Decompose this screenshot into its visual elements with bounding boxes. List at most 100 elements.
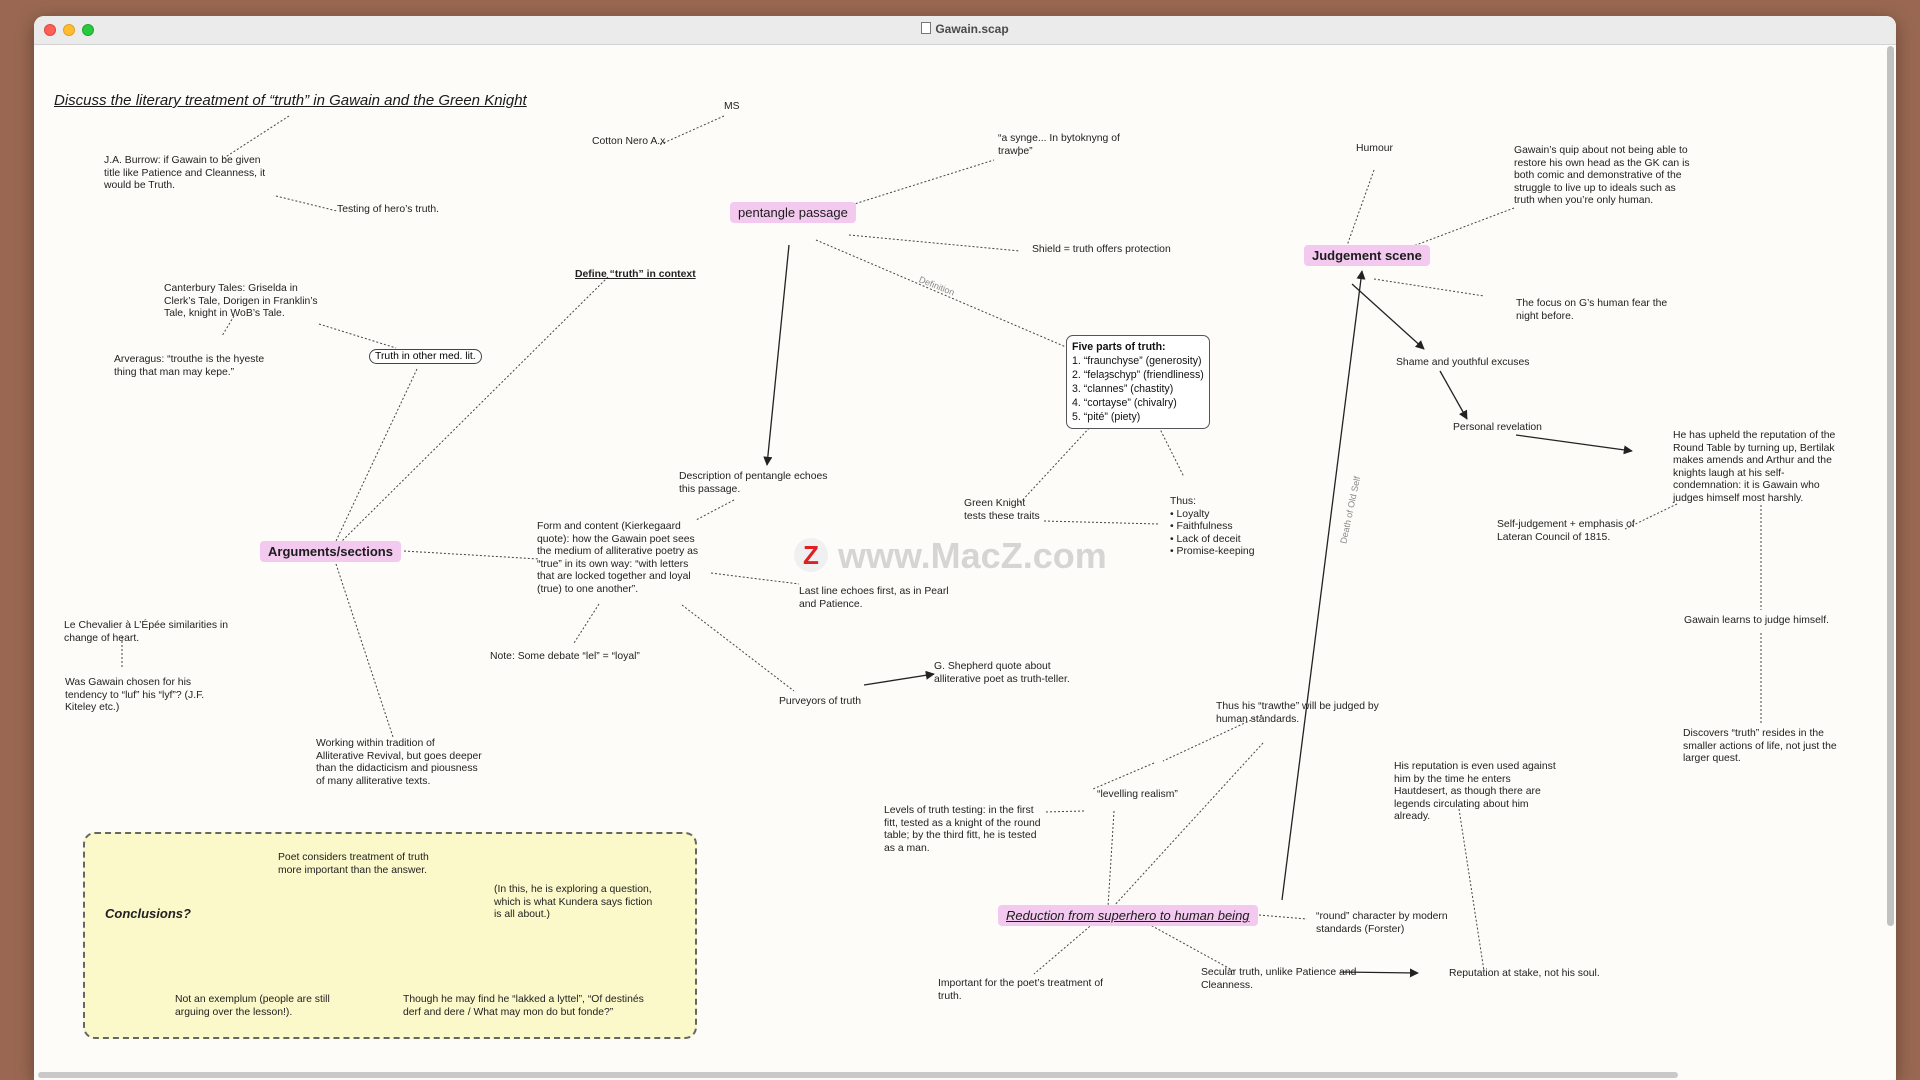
- node-self-judgement[interactable]: Self-judgement + emphasis of Lateran Cou…: [1497, 519, 1635, 544]
- node-important[interactable]: Important for the poet’s treatment of tr…: [938, 978, 1103, 1003]
- node-trawthe-line: human standards.: [1216, 713, 1300, 725]
- node-chevalier[interactable]: Le Chevalier à L’Épée similarities in ch…: [64, 620, 228, 645]
- conclusion-exemplum-line: arguing over the lesson!).: [175, 1006, 293, 1018]
- five-parts-title: Five parts of truth:: [1072, 341, 1166, 353]
- mind-map-canvas[interactable]: Discuss the literary treatment of “truth…: [34, 45, 1896, 1065]
- node-working-line: of many alliterative texts.: [316, 775, 431, 787]
- node-purveyors[interactable]: Purveyors of truth: [779, 696, 862, 707]
- node-learns[interactable]: Gawain learns to judge himself.: [1684, 615, 1829, 626]
- node-working-line: than the didacticism and piousness: [316, 763, 478, 775]
- node-thus[interactable]: Thus: • Loyalty • Faithfulness • Lack of…: [1170, 496, 1255, 559]
- node-levels-line: as a man.: [884, 842, 930, 854]
- node-round[interactable]: “round” character by modern standards (F…: [1316, 911, 1448, 936]
- conclusion-exemplum[interactable]: Not an exemplum (people are still arguin…: [175, 994, 330, 1019]
- node-testing[interactable]: Testing of hero’s truth.: [337, 204, 440, 215]
- node-quip-line: both comic and demonstrative of the: [1514, 170, 1682, 182]
- horizontal-scrollbar[interactable]: [38, 1072, 1678, 1078]
- hub-arguments-sections[interactable]: Arguments/sections: [260, 541, 401, 562]
- node-description-line: this passage.: [679, 483, 741, 495]
- hub-reduction[interactable]: Reduction from superhero to human being: [998, 905, 1258, 926]
- conclusion-exemplum-line: Not an exemplum (people are still: [175, 994, 330, 1005]
- node-arveragus-line: thing that man may kepe.”: [114, 366, 235, 378]
- node-form-content[interactable]: Form and content (Kierkegaard quote): ho…: [537, 521, 698, 597]
- node-quip-line: struggle to live up to ideals such as: [1514, 182, 1676, 194]
- node-quip[interactable]: Gawain’s quip about not being able to re…: [1514, 145, 1690, 208]
- node-secular-line: Secular truth, unlike Patience and: [1201, 967, 1357, 978]
- node-focus[interactable]: The focus on G’s human fear the night be…: [1516, 298, 1667, 323]
- node-canterbury-line: Canterbury Tales: Griselda in: [164, 283, 298, 294]
- node-personal[interactable]: Personal revelation: [1453, 422, 1542, 433]
- node-arveragus[interactable]: Arveragus: “trouthe is the hyeste thing …: [114, 354, 264, 379]
- hub-pentangle-passage[interactable]: pentangle passage: [730, 202, 856, 223]
- node-debate[interactable]: Note: Some debate “lel” = “loyal”: [490, 651, 640, 662]
- node-upheld[interactable]: He has upheld the reputation of the Roun…: [1673, 430, 1835, 506]
- node-secular-line: Cleanness.: [1201, 979, 1253, 991]
- node-reputation-stake[interactable]: Reputation at stake, not his soul.: [1449, 968, 1600, 979]
- close-button[interactable]: [44, 24, 56, 36]
- node-form-content-line: Form and content (Kierkegaard: [537, 521, 681, 532]
- conclusion-kundera[interactable]: (In this, he is exploring a question, wh…: [494, 884, 652, 922]
- node-levelling[interactable]: “levelling realism”: [1097, 789, 1178, 800]
- vertical-scrollbar[interactable]: [1887, 46, 1894, 926]
- node-working-line: Working within tradition of: [316, 738, 435, 749]
- node-levels[interactable]: Levels of truth testing: in the first fi…: [884, 805, 1041, 855]
- node-shield[interactable]: Shield = truth offers protection: [1032, 244, 1171, 255]
- node-thus-line: • Loyalty: [1170, 508, 1210, 520]
- conclusion-though[interactable]: Though he may find he “lakked a lyttel”,…: [403, 994, 644, 1019]
- node-form-content-line: quote): how the Gawain poet sees: [537, 533, 695, 545]
- minimize-button[interactable]: [63, 24, 75, 36]
- node-round-line: standards (Forster): [1316, 923, 1405, 935]
- conclusion-poet-line: Poet considers treatment of truth: [278, 852, 429, 863]
- node-description[interactable]: Description of pentangle echoes this pas…: [679, 471, 827, 496]
- node-upheld-line: Round Table by turning up, Bertilak: [1673, 442, 1835, 454]
- node-form-content-line: the medium of alliterative poetry as: [537, 546, 699, 558]
- node-quip-line: restore his own head as the GK can is: [1514, 157, 1690, 169]
- title-bar[interactable]: Gawain.scap: [34, 16, 1896, 45]
- node-discovers-line: Discovers “truth” resides in the: [1683, 728, 1824, 739]
- node-form-content-line: “true” in its own way: “with letters: [537, 558, 689, 570]
- node-upheld-line: makes amends and Arthur and the: [1673, 455, 1832, 467]
- node-green-knight-line: tests these traits: [964, 510, 1040, 522]
- node-burrow-line: would be Truth.: [104, 180, 176, 192]
- zoom-button[interactable]: [82, 24, 94, 36]
- node-discovers[interactable]: Discovers “truth” resides in the smaller…: [1683, 728, 1837, 766]
- node-canterbury[interactable]: Canterbury Tales: Griselda in Clerk’s Ta…: [164, 283, 318, 321]
- conclusions-label[interactable]: Conclusions?: [105, 906, 191, 921]
- node-gawain-chosen[interactable]: Was Gawain chosen for his tendency to “l…: [65, 677, 204, 715]
- node-five-parts[interactable]: Five parts of truth: 1. “fraunchyse” (ge…: [1066, 335, 1210, 429]
- conclusion-poet[interactable]: Poet considers treatment of truth more i…: [278, 852, 429, 877]
- node-shepherd-line: alliterative poet as truth-teller.: [934, 673, 1070, 685]
- node-cotton[interactable]: Cotton Nero A.x: [592, 136, 666, 147]
- node-shame[interactable]: Shame and youthful excuses: [1396, 357, 1530, 368]
- hub-judgement-scene[interactable]: Judgement scene: [1304, 245, 1430, 266]
- node-truth-other-lit[interactable]: Truth in other med. lit.: [369, 349, 482, 364]
- node-synge[interactable]: “a synge... In bytoknyng of trawþe”: [998, 133, 1120, 158]
- node-self-judgement-line: Self-judgement + emphasis of: [1497, 519, 1635, 530]
- node-shepherd[interactable]: G. Shepherd quote about alliterative poe…: [934, 661, 1070, 686]
- node-synge-line: “a synge... In bytoknyng of: [998, 133, 1120, 144]
- node-define-truth[interactable]: Define “truth” in context: [575, 269, 696, 280]
- node-green-knight[interactable]: Green Knight tests these traits: [964, 498, 1040, 523]
- node-reputation-used[interactable]: His reputation is even used against him …: [1394, 761, 1556, 824]
- essay-question[interactable]: Discuss the literary treatment of “truth…: [54, 92, 527, 109]
- node-focus-line: The focus on G’s human fear the: [1516, 298, 1668, 309]
- node-thus-line: Thus:: [1170, 496, 1196, 507]
- node-focus-line: night before.: [1516, 310, 1574, 322]
- node-gawain-chosen-line: Was Gawain chosen for his: [65, 677, 192, 688]
- node-humour[interactable]: Humour: [1356, 143, 1393, 154]
- window-title-text: Gawain.scap: [935, 22, 1009, 36]
- node-ms[interactable]: MS: [724, 101, 740, 112]
- five-parts-item: 3. “clannes” (chastity): [1072, 383, 1174, 395]
- node-trawthe[interactable]: Thus his “trawthe” will be judged by hum…: [1216, 701, 1379, 726]
- conclusion-poet-line: more important than the answer.: [278, 864, 428, 876]
- conclusion-though-line: Though he may find he “lakked a lyttel”,…: [403, 994, 644, 1005]
- node-levels-line: fitt, tested as a knight of the round: [884, 817, 1041, 829]
- node-description-line: Description of pentangle echoes: [679, 471, 828, 482]
- node-upheld-line: condemnation: it is Gawain who: [1673, 480, 1820, 492]
- document-icon: [921, 22, 932, 34]
- conclusions-box[interactable]: Conclusions? Poet considers treatment of…: [83, 832, 697, 1039]
- node-last-line[interactable]: Last line echoes first, as in Pearl and …: [799, 586, 949, 611]
- node-secular[interactable]: Secular truth, unlike Patience and Clean…: [1201, 967, 1356, 992]
- node-working[interactable]: Working within tradition of Alliterative…: [316, 738, 482, 788]
- node-burrow[interactable]: J.A. Burrow: if Gawain to be given title…: [104, 155, 265, 193]
